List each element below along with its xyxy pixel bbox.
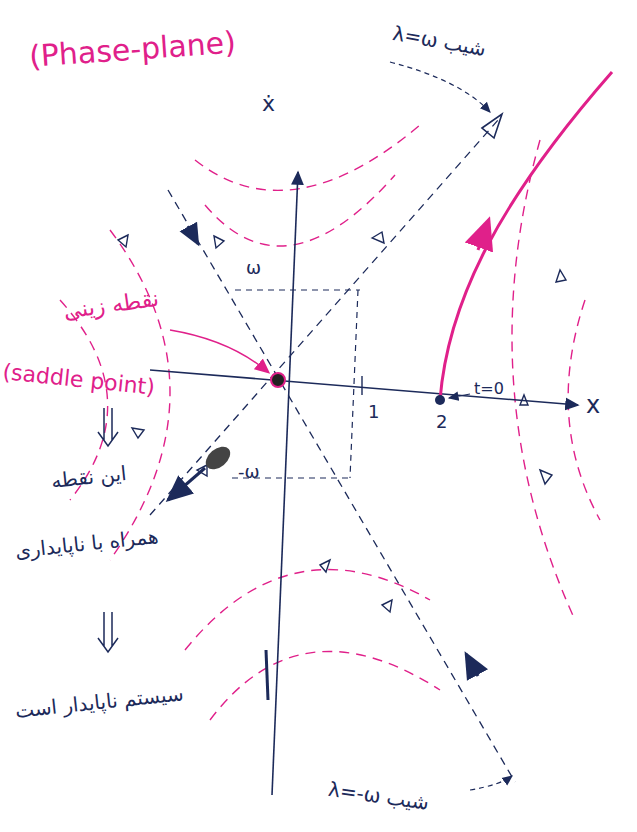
saddle-point <box>271 373 285 387</box>
saddle-note: نقطه زینی <box>62 287 160 324</box>
axis-value: ω <box>246 258 261 278</box>
remark-note: این نقطه <box>50 462 127 492</box>
trajectory-curves <box>60 125 600 720</box>
axis-label: x <box>586 392 600 418</box>
axis-value: 1 <box>368 402 379 422</box>
guide-lines <box>232 290 360 478</box>
remark-note: همراه با ناپایداری <box>14 525 159 562</box>
solution-trajectory <box>440 72 612 400</box>
x-axis <box>150 370 578 405</box>
axis-value: 2 <box>436 412 447 432</box>
title-note: (Phase-plane) <box>28 26 237 73</box>
stable-manifold <box>168 190 515 782</box>
slope-note: شیب λ=-ω <box>327 778 430 814</box>
flow-arrows <box>118 232 566 612</box>
slope-note: شیب λ=ω <box>391 22 488 60</box>
y-axis <box>272 172 298 795</box>
axis-value: -ω <box>238 462 260 482</box>
remark-note: سیستم ناپایدار است <box>14 682 185 722</box>
time-note: t=0 <box>474 380 504 398</box>
axis-label: ẋ <box>262 92 275 116</box>
saddle-note: (saddle point) <box>1 360 155 400</box>
